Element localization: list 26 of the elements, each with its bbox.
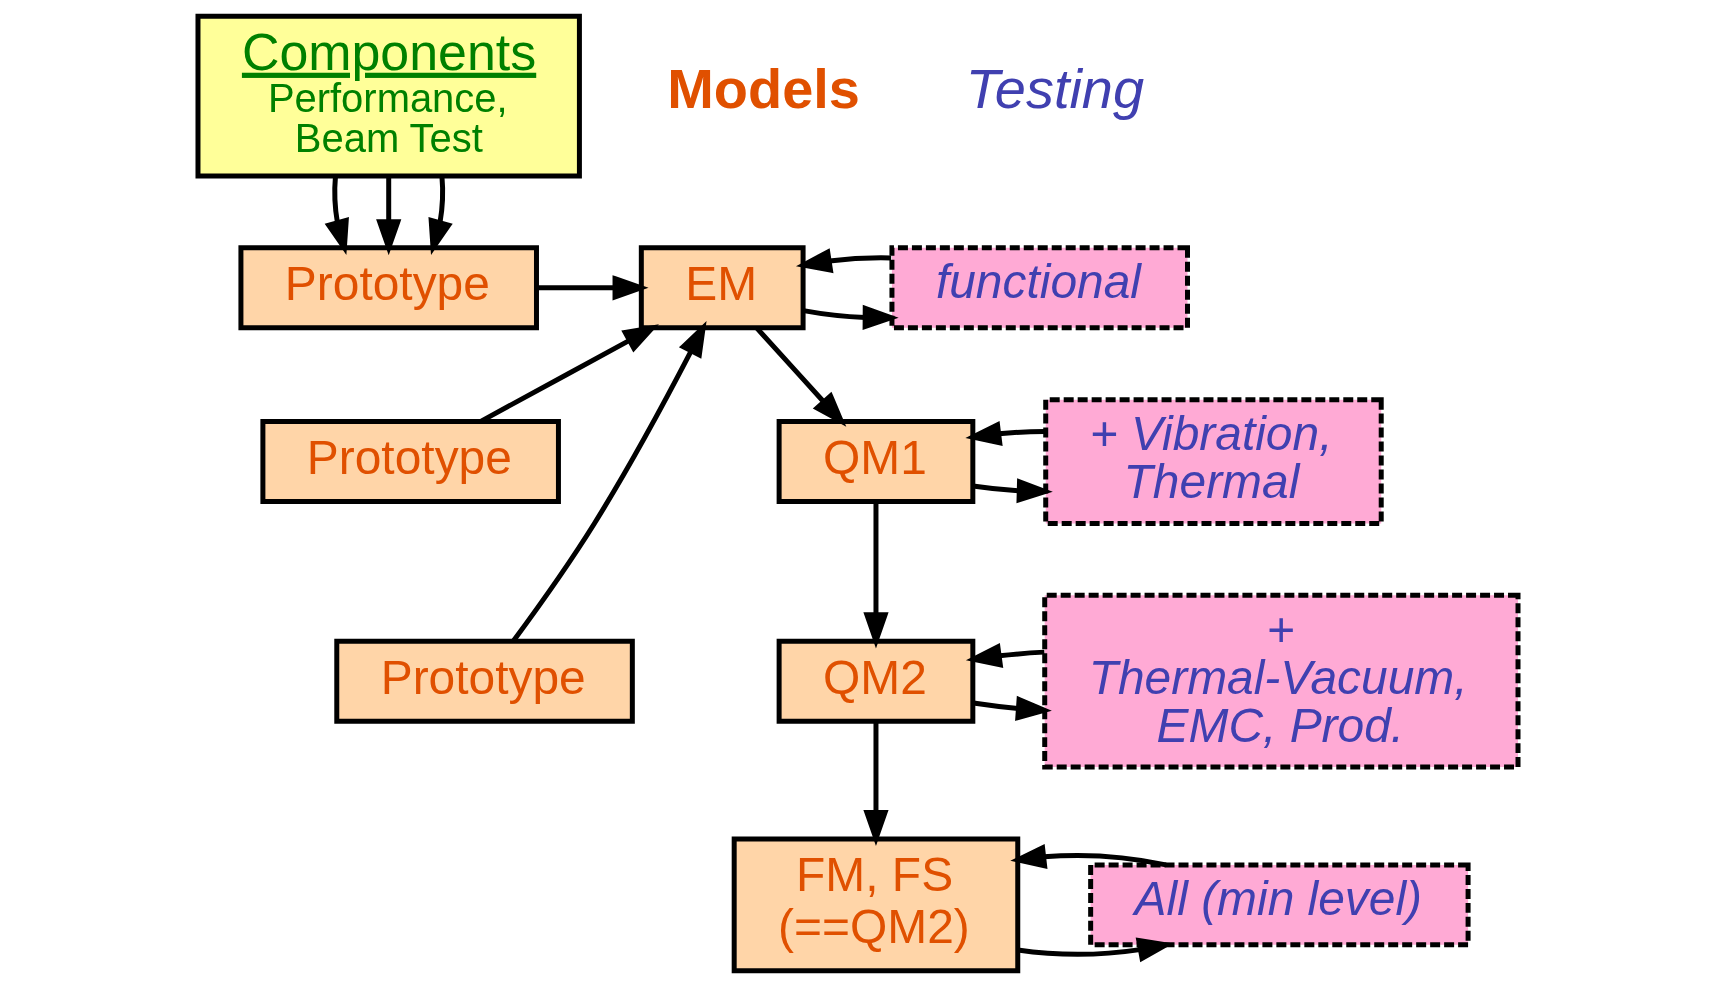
node-box: All (min level) — [1087, 862, 1471, 948]
node-box: Prototype — [237, 245, 539, 331]
arrow — [324, 175, 349, 256]
arrow — [427, 175, 453, 256]
arrow — [965, 643, 1044, 669]
node-box: Prototype — [333, 638, 635, 724]
arrow — [802, 304, 899, 331]
label: Models — [666, 56, 860, 120]
label: Testing — [965, 56, 1144, 120]
arrow — [862, 501, 889, 649]
node-box: EM — [638, 245, 806, 331]
node-box: QM1 — [776, 419, 975, 504]
node-box: + Vibration, Thermal — [1042, 397, 1384, 526]
arrow — [972, 695, 1052, 721]
arrow — [536, 275, 649, 301]
node-box: FM, FS (==QM2) — [731, 836, 1020, 974]
arrow — [795, 248, 891, 274]
arrow — [375, 176, 401, 256]
node-box: + Thermal-Vacuum, EMC, Prod. — [1041, 592, 1520, 770]
node-box: Components Performance, Beam Test — [195, 13, 582, 179]
node-box: functional — [888, 245, 1190, 331]
arrow — [972, 478, 1053, 504]
arrow — [862, 721, 889, 846]
arrow — [964, 421, 1045, 447]
node-box: Prototype — [259, 419, 561, 504]
node-box: QM2 — [776, 638, 975, 724]
